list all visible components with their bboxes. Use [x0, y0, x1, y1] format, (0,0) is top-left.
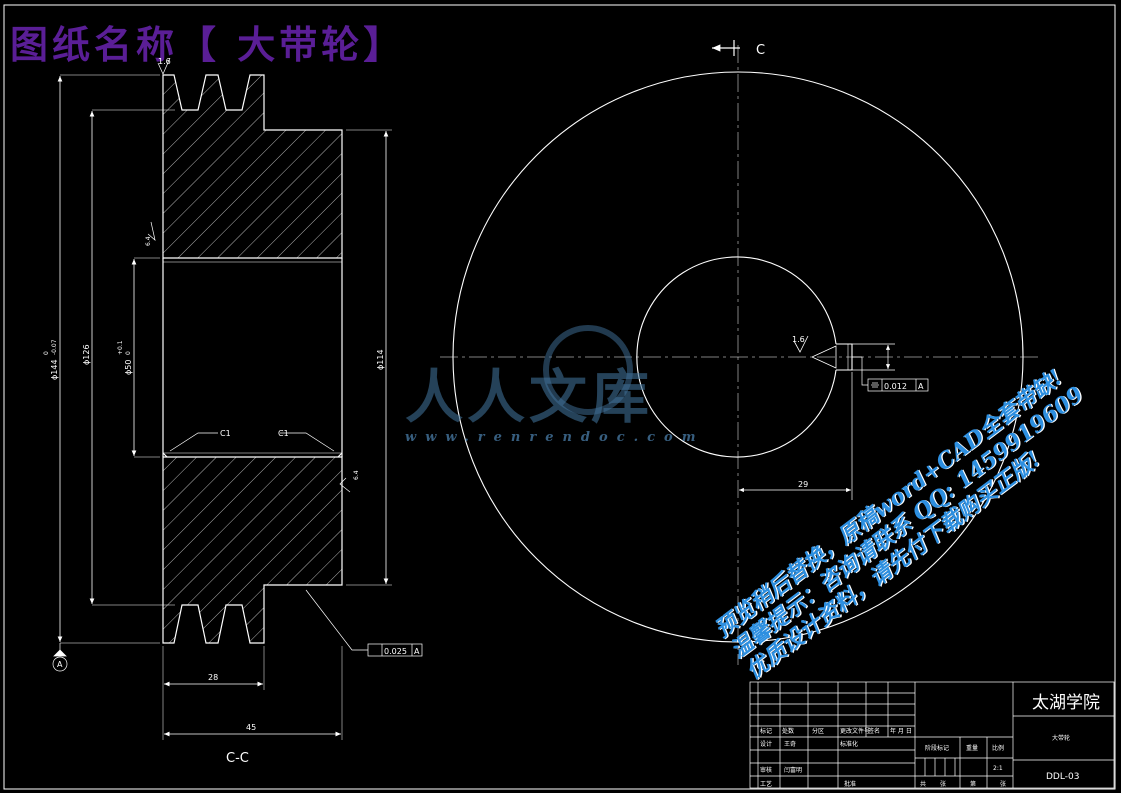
school-name: 太湖学院 [1032, 693, 1100, 713]
runout-leader [305, 589, 368, 651]
title-block-text: 处数 [782, 727, 794, 735]
title-block-text: 王奇 [784, 740, 796, 748]
title-block-text: 重量 [966, 744, 978, 752]
runout-value: 0.025 [384, 647, 407, 656]
chamfer-left-label: C1 [220, 429, 231, 438]
horizontal-dimensions [162, 646, 343, 740]
title-block-text: 阶段标记 [925, 744, 949, 752]
roughness-left-value: 6.4 [145, 236, 152, 246]
chamfer-right-leader [280, 432, 335, 452]
hub-length-label: 28 [208, 673, 218, 682]
title-block-text: 工艺 [760, 780, 772, 788]
title-block-text: 分区 [812, 727, 824, 735]
title-block-text: 2:1 [993, 765, 1003, 772]
datum-a-circle [52, 656, 68, 672]
runout-frame [367, 643, 423, 657]
roughness-left-symbol [147, 221, 156, 241]
watermark-url: www.renrendoc.com [405, 430, 705, 445]
title-block-text: 第 [970, 780, 976, 788]
title-block-text: 张 [940, 780, 946, 788]
upper-rim-hatch [162, 74, 343, 259]
lower-rim-hatch [162, 456, 343, 644]
drawing-frame [3, 4, 1116, 790]
outer-diameter-label: ϕ144 [50, 359, 59, 380]
roughness-top-value: 1.6 [158, 57, 171, 66]
title-block-text: 共 [920, 780, 926, 788]
runout-datum: A [414, 647, 420, 656]
bore-tol-lower: 0 [125, 351, 132, 355]
total-width-label: 45 [246, 723, 256, 732]
title-block-text: 审核 [760, 766, 772, 774]
outer-tol-lower: -0.07 [51, 339, 58, 355]
title-block-text: 标记 [760, 727, 772, 735]
bore-diameter-label: ϕ50 [124, 360, 133, 375]
chamfer-left-leader [169, 432, 218, 452]
title-block-text: 标准化 [840, 740, 858, 748]
watermark-logo [543, 325, 633, 415]
roughness-top-symbol [157, 57, 171, 75]
title-block [749, 681, 1115, 789]
keyway-depth-label: 29 [798, 480, 808, 489]
watermark-logo-text: 人人文库 [405, 363, 654, 431]
drawing-number: DDL-03 [1046, 772, 1079, 782]
drawing-title: 图纸名称【 大带轮】 [10, 23, 406, 67]
title-block-text: 闫富明 [784, 766, 802, 774]
symmetry-leader [852, 356, 868, 386]
section-view [162, 74, 343, 644]
title-block-text: 比例 [992, 744, 1004, 752]
part-name: 大带轮 [1052, 734, 1070, 742]
title-block-text: 批准 [844, 780, 856, 788]
cut-label-top: C [756, 43, 765, 58]
roughness-keyway-symbol [793, 335, 809, 353]
title-block-text: 年 月 日 [890, 727, 912, 735]
symmetry-datum: A [918, 382, 924, 391]
symmetry-value: 0.012 [884, 382, 907, 391]
hub-diameter-label: ϕ114 [376, 349, 385, 370]
title-block-text: 更改文件号 [840, 727, 870, 735]
roughness-keyway-value: 1.6 [792, 335, 805, 344]
roughness-right-symbol [339, 477, 351, 493]
title-block-text: 张 [1000, 780, 1006, 788]
title-block-text: 签名 [868, 727, 880, 735]
vertical-dimensions [57, 74, 392, 644]
datum-a-label: A [57, 660, 63, 669]
symmetry-frame [867, 378, 929, 392]
cut-label-bottom: C [756, 659, 765, 674]
title-block-text: 设计 [760, 740, 772, 748]
bore-tol-upper: +0.1 [117, 340, 124, 355]
roughness-right-value: 6.4 [353, 470, 360, 480]
outer-tol-upper: 0 [43, 351, 50, 355]
groove-diameter-label: ϕ126 [82, 344, 91, 365]
section-view-label: C-C [226, 751, 249, 766]
chamfer-right-label: C1 [278, 429, 289, 438]
